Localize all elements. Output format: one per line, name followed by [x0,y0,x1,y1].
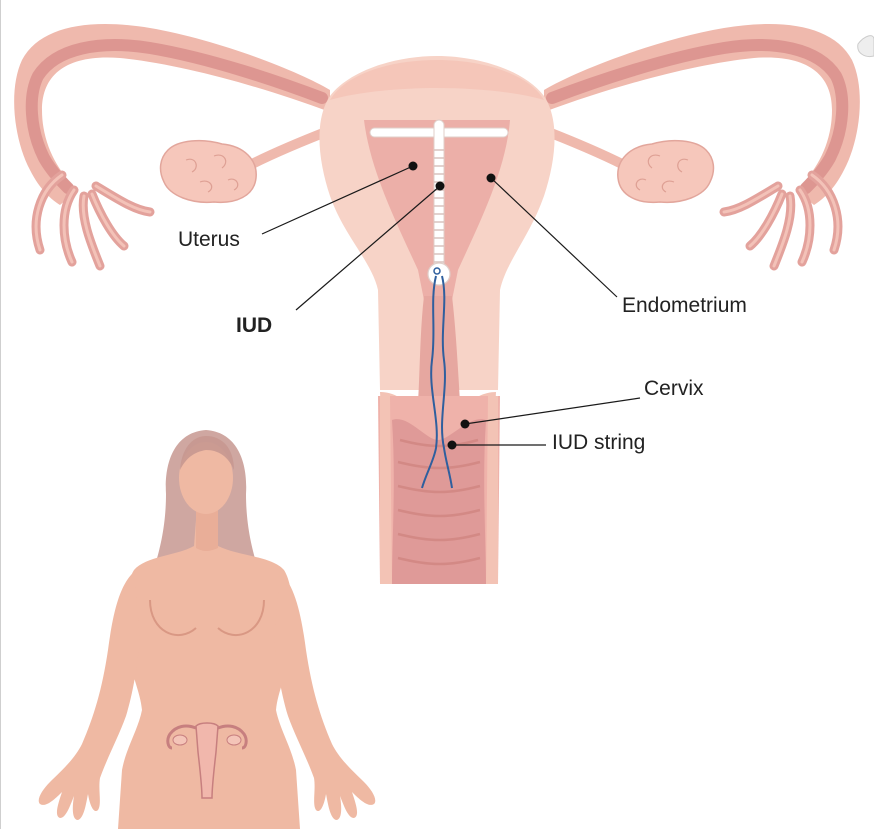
label-cervix: Cervix [644,377,704,400]
female-body-silhouette [39,430,376,829]
label-iud-string: IUD string [552,431,645,454]
left-ovary [161,141,257,203]
vaginal-canal [378,396,500,584]
cervix-pointer-dot [461,420,470,429]
right-ovary [618,141,714,203]
label-endometrium: Endometrium [622,294,747,317]
iud-string-pointer-dot [448,441,457,450]
label-uterus: Uterus [178,228,240,251]
uterus-pointer-dot [409,162,418,171]
iud-pointer-dot [436,182,445,191]
endometrium-pointer-dot [487,174,496,183]
label-iud: IUD [236,314,272,337]
